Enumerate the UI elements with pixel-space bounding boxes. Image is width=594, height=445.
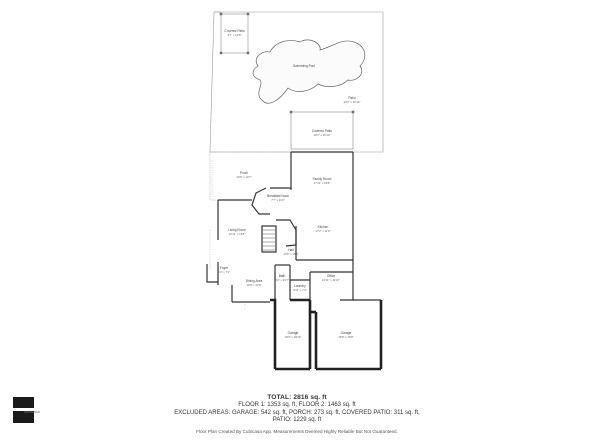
dims-hall: 10'5" x 15'8": [283, 252, 298, 256]
label-dining-area: Dining Area: [246, 279, 263, 283]
dims-living-room: 10'11" x 18'5": [229, 232, 246, 236]
dims-porch: 20'6" x 10'7": [236, 175, 251, 179]
label-hall: Hall: [288, 248, 294, 252]
label-covered-patio-top: Covered Patio: [224, 29, 244, 33]
swimming-pool: [252, 39, 366, 104]
footer-disclaimer: Floor Plan Created By Cubicasa App. Meas…: [196, 429, 398, 434]
label-garage-2: Garage: [341, 331, 352, 335]
label-breakfast-nook: Breakfast Nook: [267, 194, 289, 198]
dims-breakfast-nook: 7'7" x 11'6": [271, 198, 285, 202]
label-swimming-pool: Swimming Pool: [293, 64, 315, 68]
dims-laundry: 5'11" x 7'4": [293, 288, 307, 292]
cubicasa-logo-block: [13, 411, 34, 423]
dims-kitchen: 17'2" x 11'9": [315, 229, 330, 233]
label-laundry: Laundry: [294, 284, 306, 288]
room-labels: Covered Patio 6'7" x 13'8" Swimming Pool…: [218, 29, 361, 339]
patio-boundary: [209, 11, 384, 153]
dims-bath: 5'4" x 10'7": [275, 278, 289, 282]
cubicasa-logo-mark: [13, 397, 34, 408]
dims-office: 10'11" x 11'10": [322, 278, 340, 282]
cubicasa-logo-text: cubicasa: [24, 409, 40, 414]
patio-area: PATIO: 1229 sq. ft: [272, 417, 322, 423]
label-garage-1: Garage: [288, 331, 299, 335]
label-covered-patio: Covered Patio: [312, 129, 332, 133]
house-walls: [206, 151, 381, 303]
staircase: [262, 229, 276, 251]
covered-patio-lower: [289, 110, 355, 150]
dims-family-room: 17'11" x 18'8": [314, 181, 331, 185]
dims-dining-area: 10'8" x 12'9": [246, 283, 261, 287]
excluded-areas: EXCLUDED AREAS: GARAGE: 542 sq. ft, PORC…: [174, 409, 420, 416]
dims-garage-2: 18'8" x 18'8": [338, 335, 353, 339]
label-living-room: Living Room: [228, 228, 246, 232]
porch-rail: [209, 160, 246, 310]
dims-garage-1: 10'9" x 18'10": [285, 335, 302, 339]
garage-walls: [270, 298, 383, 371]
dims-covered-patio-top: 6'7" x 13'8": [228, 33, 242, 37]
floor-areas: FLOOR 1: 1353 sq. ft, FLOOR 2: 1463 sq. …: [238, 402, 356, 408]
label-office: Office: [327, 274, 335, 278]
dims-covered-patio: 18'1" x 16'10": [314, 133, 331, 137]
covered-patio-top: [219, 12, 250, 55]
total-area: TOTAL: 2816 sq. ft: [267, 394, 327, 401]
label-bath: Bath: [279, 274, 286, 278]
dims-foyer: 4'4" x 7'1": [218, 270, 230, 274]
dims-patio: 40'6" x 30'10": [344, 100, 361, 104]
label-family-room: Family Room: [313, 177, 332, 181]
porch-outline: [209, 151, 291, 201]
label-patio: Patio: [348, 96, 355, 100]
label-foyer: Foyer: [220, 266, 229, 270]
label-porch: Porch: [240, 171, 249, 175]
label-kitchen: Kitchen: [318, 225, 329, 229]
